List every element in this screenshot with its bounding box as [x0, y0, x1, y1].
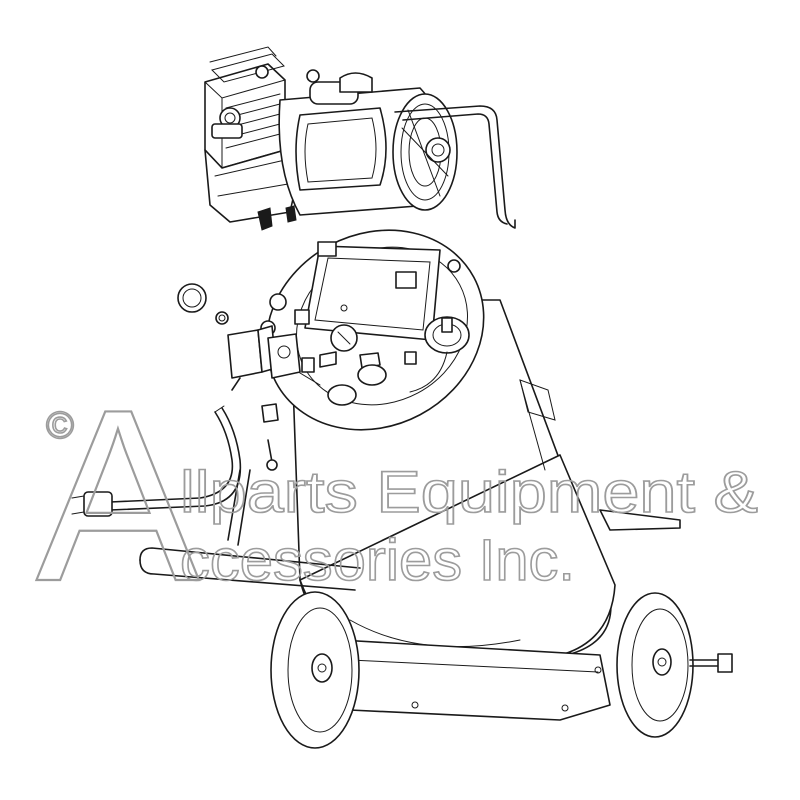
pressure-switch — [227, 325, 301, 391]
drain-fitting — [357, 364, 387, 386]
right-wheel — [616, 592, 694, 738]
watermark-line-1: llparts Equipment & — [180, 460, 758, 525]
watermark-big-a: A — [36, 358, 199, 632]
base-frame — [339, 509, 681, 721]
power-plug — [83, 491, 113, 517]
left-wheel — [270, 591, 360, 749]
flywheel-fan — [392, 93, 458, 211]
watermark-copyright: © — [46, 405, 74, 447]
pump-cylinder-head — [204, 46, 286, 169]
pressure-gauge — [177, 283, 207, 313]
pump-handle — [394, 105, 516, 229]
axle-bolt — [689, 653, 733, 673]
regulator-valve — [409, 316, 470, 393]
power-cord — [71, 405, 242, 517]
air-tank — [260, 229, 616, 661]
cart-handle — [139, 469, 361, 591]
watermark-line-2: ccessories Inc. — [180, 528, 575, 593]
pump-motor-assembly — [204, 46, 516, 231]
tank-decal — [519, 379, 556, 421]
watermark: © A llparts Equipment & ccessories Inc. — [35, 357, 759, 633]
control-mounting-plate — [294, 241, 461, 341]
